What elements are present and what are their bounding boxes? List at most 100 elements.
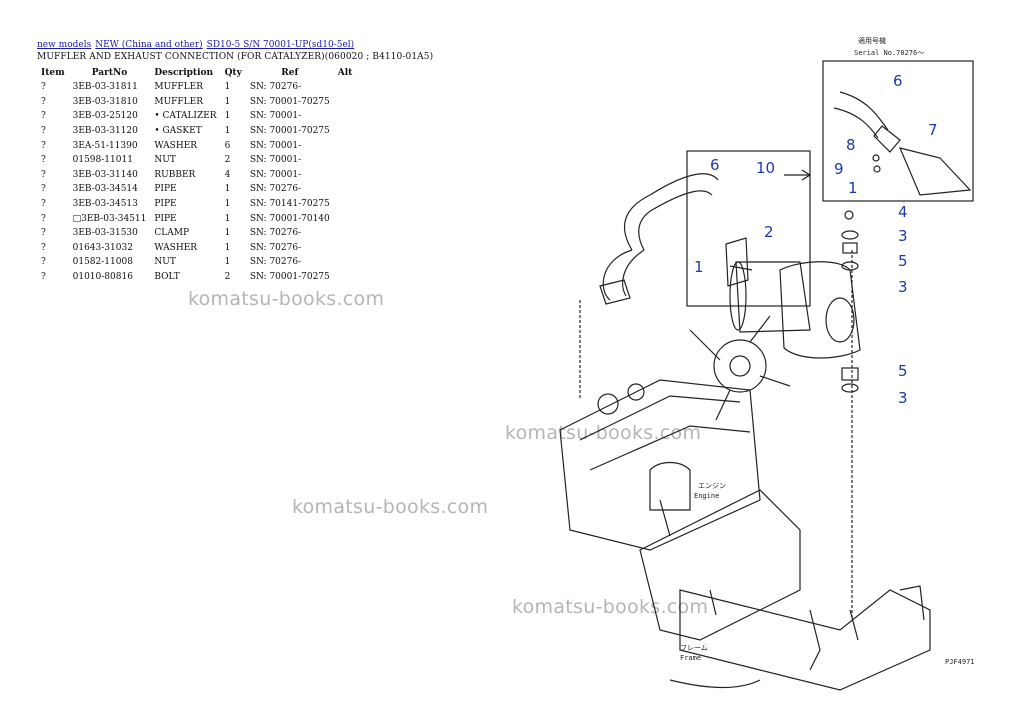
- serial-label-jp: 適用号機: [858, 36, 886, 45]
- cell-part-no: 3EB-03-31530: [72, 228, 138, 239]
- cell-qty: 1: [224, 199, 231, 210]
- cell-ref: SN: 70001-70140: [249, 213, 330, 224]
- cell-alt: [334, 241, 372, 256]
- callout-label: 3: [898, 278, 908, 296]
- cell-part-no: 01598-11011: [72, 155, 133, 166]
- drawing-code: PJF4971: [945, 658, 975, 666]
- cell-qty: 2: [224, 272, 231, 283]
- cell-item: ?: [41, 126, 46, 137]
- cell-ref: SN: 70276-: [249, 228, 302, 239]
- cell-description: • GASKET: [154, 126, 202, 137]
- cell-qty: 4: [224, 169, 231, 180]
- cell-description: RUBBER: [154, 169, 196, 180]
- cell-description: MUFFLER: [154, 96, 203, 107]
- cell-alt: [334, 270, 372, 285]
- callout-label: 5: [898, 362, 908, 380]
- cell-ref: SN: 70001-: [249, 155, 302, 166]
- cell-ref: SN: 70001-70275: [249, 272, 330, 283]
- callout-label: 9: [834, 160, 844, 178]
- cell-alt: [334, 80, 372, 95]
- cell-qty: 2: [224, 155, 231, 166]
- cell-part-no: 01010-80816: [72, 272, 133, 283]
- callout-label: 3: [898, 389, 908, 407]
- watermark: komatsu-books.com: [188, 288, 385, 310]
- cell-qty: 1: [224, 228, 231, 239]
- callout-label: 6: [893, 72, 903, 90]
- cell-part-no: 3EB-03-34513: [72, 199, 138, 210]
- cell-item: ?: [41, 242, 46, 253]
- cell-description: PIPE: [154, 184, 177, 195]
- cell-alt: [334, 226, 372, 241]
- cell-part-no: 3EA-51-11390: [72, 140, 138, 151]
- callout-label: 8: [846, 136, 856, 154]
- cell-part-no: 01643-31032: [72, 242, 133, 253]
- cell-description: NUT: [154, 155, 176, 166]
- cell-alt: [334, 138, 372, 153]
- cell-item: ?: [41, 155, 46, 166]
- cell-item: ?: [41, 82, 46, 93]
- header-item: Item: [41, 68, 65, 78]
- page-title: MUFFLER AND EXHAUST CONNECTION (FOR CATA…: [37, 52, 434, 62]
- exploded-parts-diagram: 6 7 8 9 1 6 10 2 1 4 3 5 3 5 3 適用号機 Seri…: [540, 30, 1024, 720]
- cell-alt: [334, 255, 372, 270]
- cell-item: ?: [41, 169, 46, 180]
- cell-alt: [334, 211, 372, 226]
- cell-qty: 1: [224, 111, 231, 122]
- cell-item: ?: [41, 199, 46, 210]
- watermark: komatsu-books.com: [292, 496, 489, 518]
- callout-label: 1: [694, 258, 704, 276]
- cell-qty: 1: [224, 257, 231, 268]
- parts-table: Item PartNo Description Qty Ref Alt ? 3EB…: [37, 66, 372, 284]
- cell-qty: 1: [224, 213, 231, 224]
- cell-part-no: 3EB-03-34514: [72, 184, 138, 195]
- header-ref: Ref: [281, 68, 299, 78]
- cell-ref: SN: 70001-: [249, 111, 302, 122]
- cell-part-no: 3EB-03-31140: [72, 169, 138, 180]
- frame-label-jp: フレーム: [680, 644, 708, 652]
- table-header-row: Item PartNo Description Qty Ref Alt: [37, 66, 372, 80]
- cell-item: ?: [41, 140, 46, 151]
- cell-item: ?: [41, 257, 46, 268]
- cell-qty: 1: [224, 126, 231, 137]
- cell-ref: SN: 70001-70275: [249, 126, 330, 137]
- callout-label: 4: [898, 203, 908, 221]
- breadcrumb-link-model[interactable]: SD10-5 S/N 70001-UP(sd10-5el): [206, 40, 355, 50]
- cell-ref: SN: 70276-: [249, 242, 302, 253]
- breadcrumb-link-new-models[interactable]: new models: [37, 40, 92, 50]
- engine-label-jp: エンジン: [698, 482, 726, 490]
- cell-alt: [334, 124, 372, 139]
- cell-part-no: 3EB-03-31811: [72, 82, 138, 93]
- cell-alt: [334, 109, 372, 124]
- breadcrumb-link-region[interactable]: NEW (China and other): [95, 40, 203, 50]
- cell-alt: [334, 182, 372, 197]
- header-qty: Qty: [224, 68, 242, 78]
- cell-qty: 1: [224, 242, 231, 253]
- cell-alt: [334, 197, 372, 212]
- table-row: ? 01598-11011 NUT 2 SN: 70001-: [37, 153, 372, 168]
- cell-part-no: 3EB-03-31120: [72, 126, 138, 137]
- cell-item: ?: [41, 111, 46, 122]
- reference-arrow: [784, 169, 812, 181]
- cell-qty: 1: [224, 96, 231, 107]
- cell-item: ?: [41, 213, 46, 224]
- inset-pipe: [833, 91, 889, 139]
- callout-label: 1: [848, 179, 858, 197]
- cell-part-no: □3EB-03-34511: [72, 213, 147, 224]
- serial-inset-box: [822, 60, 974, 202]
- cell-description: BOLT: [154, 272, 180, 283]
- cell-description: PIPE: [154, 199, 177, 210]
- cell-qty: 6: [224, 140, 231, 151]
- header-description: Description: [154, 68, 214, 78]
- cell-ref: SN: 70276-: [249, 257, 302, 268]
- cell-ref: SN: 70276-: [249, 82, 302, 93]
- cell-part-no: 3EB-03-31810: [72, 96, 138, 107]
- cell-ref: SN: 70141-70275: [249, 199, 330, 210]
- cell-item: ?: [41, 184, 46, 195]
